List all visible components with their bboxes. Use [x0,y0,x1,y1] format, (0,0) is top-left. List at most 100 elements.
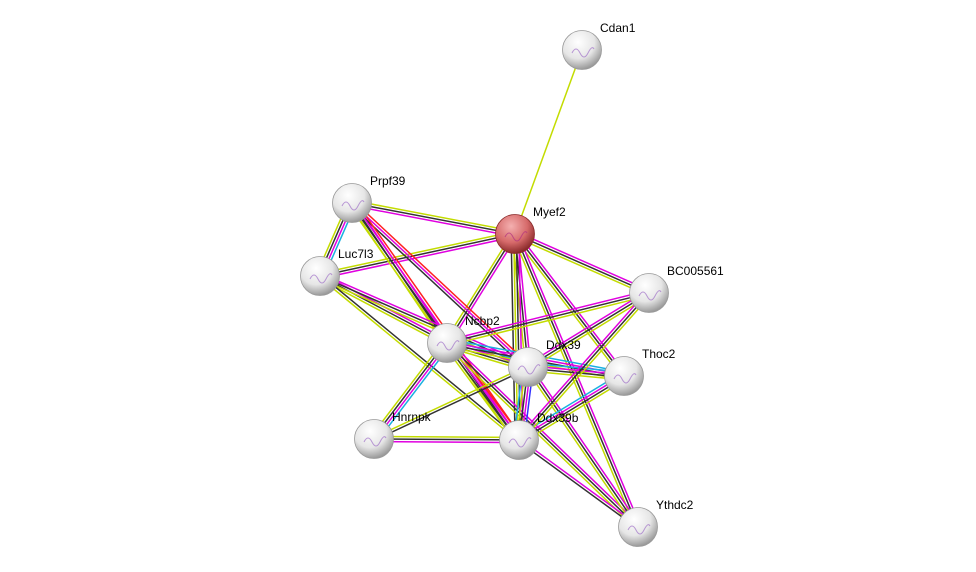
edge-line [519,376,626,442]
edge-line [515,230,651,292]
node-bc005561[interactable]: BC005561 [629,264,725,313]
edge-line [528,294,651,370]
edge-cdan1-myef2[interactable] [514,49,583,235]
edge-line [518,292,650,441]
edge-line [318,277,447,346]
node-sphere[interactable] [300,256,340,296]
edge-line [372,341,447,439]
edge-line [444,232,514,343]
edge-line [527,292,650,368]
edge-line [445,343,519,442]
node-ncbp2[interactable]: Ncbp2 [427,314,501,363]
edge-ncbp2-hnrnpk[interactable] [370,340,451,442]
edge-line [352,201,521,440]
node-sphere[interactable] [629,273,669,313]
edge-ddx39b-ythdc2[interactable] [517,438,640,529]
edge-ddx39-bc005561[interactable] [526,290,651,370]
edge-line [513,235,649,297]
edge-line [320,235,516,280]
edge-line [319,275,529,368]
node-sphere[interactable] [332,183,372,223]
edge-line [373,438,520,441]
edge-line [370,340,445,438]
node-sphere[interactable] [562,30,602,70]
edge-line [446,289,649,342]
edge-ncbp2-ythdc2[interactable] [444,340,641,530]
edge-myef2-ncbp2[interactable] [444,232,518,345]
node-label: Thoc2 [642,347,676,361]
edges-layer [315,49,652,530]
node-label: Ddx39 [546,338,581,352]
edge-line [520,294,652,443]
edge-line [446,342,639,528]
edge-myef2-thoc2[interactable] [512,231,627,379]
protein-structure-icon [627,524,651,535]
edge-myef2-bc005561[interactable] [513,230,651,297]
node-label: Ncbp2 [465,314,500,328]
edge-ddx39-hnrnpk[interactable] [373,365,529,441]
edge-luc7l3-ddx39b[interactable] [318,274,521,442]
protein-structure-icon [517,364,541,375]
node-ddx39[interactable]: Ddx39 [508,338,582,387]
protein-structure-icon [571,47,595,58]
edge-line [517,440,638,529]
node-luc7l3[interactable]: Luc7l3 [300,247,374,296]
node-sphere[interactable] [508,347,548,387]
edge-line [448,234,518,345]
edge-line [320,272,530,366]
node-label: Ddx39b [537,411,579,425]
node-label: Ythdc2 [656,498,694,512]
protein-structure-icon [638,290,662,301]
edge-ddx39b-hnrnpk[interactable] [373,435,520,444]
node-ythdc2[interactable]: Ythdc2 [618,498,694,547]
edge-line [352,199,516,233]
edge-line [516,290,648,439]
edge-line [447,294,650,347]
node-sphere[interactable] [354,419,394,459]
edge-myef2-prpf39[interactable] [351,199,516,238]
node-label: BC005561 [667,264,724,278]
edge-line [518,233,524,440]
node-thoc2[interactable]: Thoc2 [604,347,676,396]
node-prpf39[interactable]: Prpf39 [332,174,406,223]
edge-line [351,202,529,368]
edge-line [349,204,527,370]
edge-prpf39-ddx39[interactable] [349,200,531,370]
edge-line [374,343,449,441]
edge-line [517,374,624,440]
edge-ddx39-ythdc2[interactable] [525,365,641,529]
edge-line [448,340,641,526]
edge-line [514,233,625,377]
edge-line [353,200,531,366]
edge-line [443,344,517,443]
edge-line [529,365,641,526]
edge-myef2-luc7l3[interactable] [319,230,516,280]
node-sphere[interactable] [618,507,658,547]
node-ddx39b[interactable]: Ddx39b [499,411,579,460]
protein-structure-icon [504,231,528,242]
edge-line [374,435,520,439]
node-sphere[interactable] [495,214,535,254]
node-sphere[interactable] [499,420,539,460]
edge-myef2-ddx39b[interactable] [510,233,524,441]
edge-line [519,438,640,527]
node-sphere[interactable] [427,323,467,363]
protein-structure-icon [613,373,637,384]
edge-luc7l3-ddx39[interactable] [318,272,530,371]
node-label: Myef2 [533,205,566,219]
edge-line [374,367,529,441]
node-sphere[interactable] [604,356,644,396]
protein-structure-icon [436,340,460,351]
edge-ncbp2-bc005561[interactable] [446,289,650,347]
node-cdan1[interactable]: Cdan1 [562,21,636,70]
edge-prpf39-ddx39b[interactable] [348,200,523,443]
edge-line [376,344,451,442]
edge-line [514,233,650,294]
protein-structure-icon [341,200,365,211]
node-myef2[interactable]: Myef2 [495,205,567,254]
node-label: Cdan1 [600,21,636,35]
protein-structure-icon [363,436,387,447]
edge-ddx39b-bc005561[interactable] [516,290,652,443]
node-hnrnpk[interactable]: Hnrnpk [354,410,432,459]
